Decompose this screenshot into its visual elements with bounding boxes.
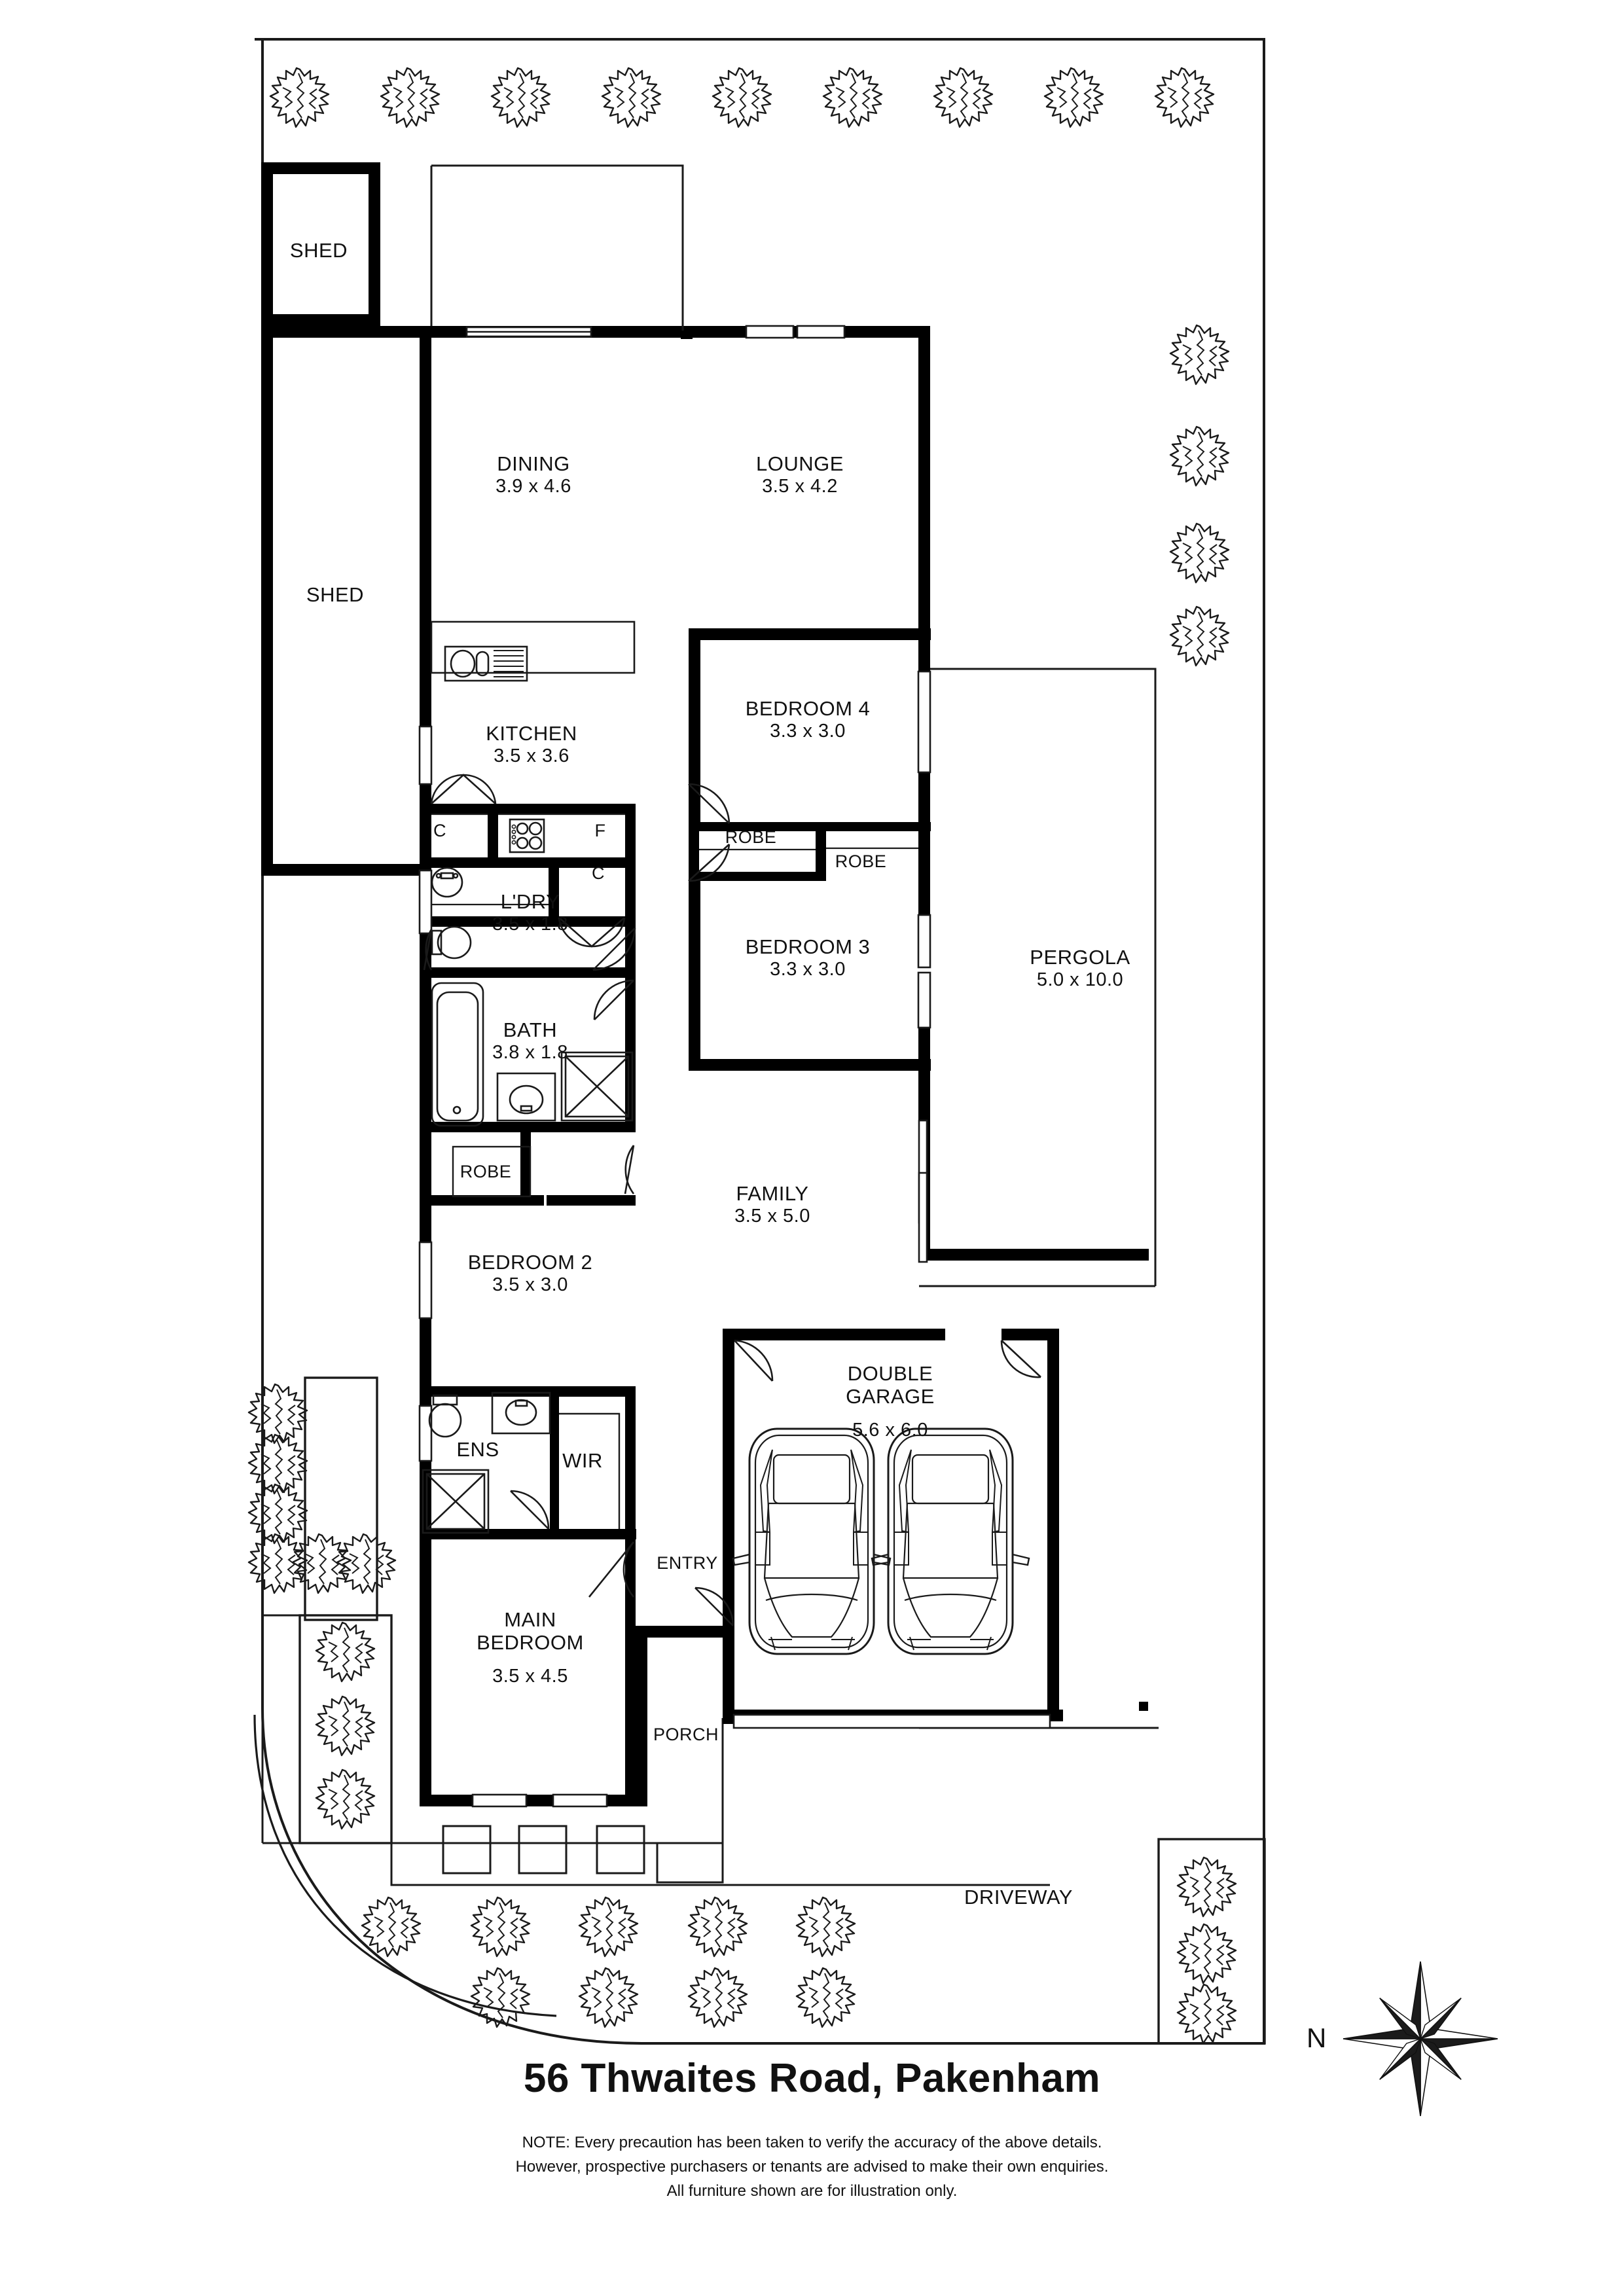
sink-icon (431, 867, 463, 898)
wir-shelving (559, 1412, 621, 1529)
page-title: 56 Thwaites Road, Pakenham (523, 2056, 1101, 2101)
garden-bed-right-lower (1157, 1838, 1266, 2045)
room-label-bedroom-2: BEDROOM 2 3.5 x 3.0 (467, 1251, 593, 1295)
shower-icon (560, 1051, 634, 1122)
room-label-pergola: PERGOLA 5.0 x 10.0 (1030, 946, 1130, 990)
room-label-main-bedroom: MAIN BEDROOM 3.5 x 4.5 (477, 1607, 584, 1687)
garden-bed-left-upper (247, 1376, 397, 1621)
note-line-1: NOTE: Every precaution has been taken to… (522, 2134, 1102, 2151)
compass-label-north: N (1307, 2022, 1327, 2053)
label-entry: ENTRY (657, 1553, 718, 1573)
room-label-shed-top: SHED (289, 239, 348, 262)
room-label-ens: ENS (456, 1438, 499, 1461)
room-label-laundry: L'DRY 3.5 x 1.8 (492, 890, 568, 935)
toilet-icon-ens (428, 1394, 462, 1438)
room-label-driveway: DRIVEWAY (964, 1886, 1073, 1909)
room-label-dining: DINING 3.9 x 4.6 (496, 452, 571, 497)
room-label-lounge: LOUNGE 3.5 x 4.2 (756, 452, 844, 497)
label-fridge: F (594, 821, 606, 840)
windows (418, 325, 1051, 1808)
room-label-bath: BATH 3.8 x 1.8 (492, 1018, 568, 1063)
robe-box-bedroom2 (452, 1145, 532, 1198)
label-porch: PORCH (653, 1725, 719, 1744)
cooktop-icon (509, 818, 545, 853)
label-robe-bedroom4: ROBE (725, 827, 777, 847)
label-cupboard-laundry: C (592, 863, 605, 883)
shower-icon-ens (422, 1469, 490, 1534)
fixtures (422, 645, 918, 1534)
label-cupboard-kitchen: C (433, 821, 446, 840)
toilet-icon (431, 925, 472, 960)
disclaimer-note: NOTE: Every precaution has been taken to… (0, 2130, 1624, 2204)
room-label-bedroom-4: BEDROOM 4 3.3 x 3.0 (745, 697, 871, 742)
room-label-kitchen: KITCHEN 3.5 x 3.6 (486, 722, 577, 766)
oven-icon (444, 645, 528, 682)
basin-icon (496, 1072, 556, 1122)
label-robe-bedroom3: ROBE (835, 852, 887, 871)
room-label-family: FAMILY 3.5 x 5.0 (734, 1182, 810, 1227)
note-line-3: All furniture shown are for illustration… (666, 2182, 958, 2200)
site-boundary (255, 38, 1265, 2045)
note-line-2: However, prospective purchasers or tenan… (515, 2158, 1109, 2176)
room-label-bedroom-3: BEDROOM 3 3.3 x 3.0 (745, 935, 871, 980)
bathtub-icon (431, 982, 484, 1127)
label-robe-bedroom2: ROBE (460, 1162, 512, 1181)
door-swings (423, 774, 1041, 1626)
room-label-wir: WIR (562, 1449, 603, 1472)
room-label-double-garage: DOUBLE GARAGE 5.6 x 6.0 (846, 1361, 935, 1441)
basin-icon-ens (491, 1391, 551, 1435)
room-label-shed-left: SHED (306, 583, 365, 606)
